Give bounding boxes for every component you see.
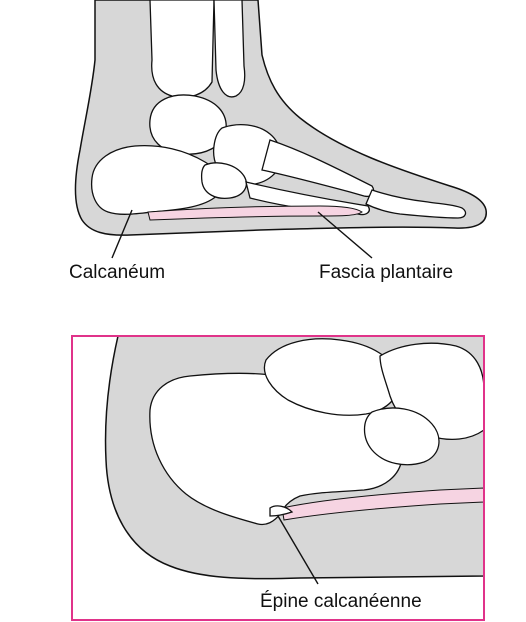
foot-illustration — [75, 0, 486, 258]
calcaneum-label: Calcanéum — [69, 263, 165, 282]
tibia-bone — [150, 0, 214, 97]
fascia-plantaire-label: Fascia plantaire — [319, 263, 453, 282]
heel-inset — [72, 336, 484, 620]
fibula-bone — [214, 0, 245, 97]
epine-calcaneenne-label: Épine calcanéenne — [260, 592, 422, 611]
